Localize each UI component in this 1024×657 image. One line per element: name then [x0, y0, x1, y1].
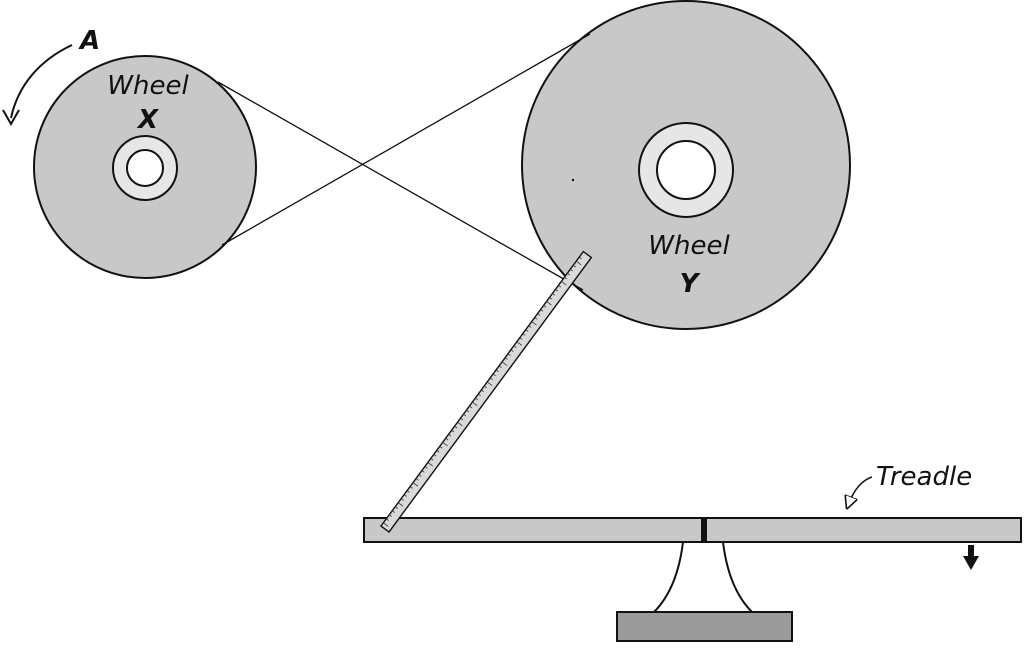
- down-arrow-icon: [963, 545, 979, 570]
- treadle-label: Treadle: [876, 462, 972, 492]
- rotation-arrow-icon: [2, 44, 73, 127]
- treadle-stand: [616, 541, 793, 642]
- wheel-x-label: Wheel: [107, 71, 189, 101]
- wheel-y: [521, 0, 851, 330]
- treadle-board: [363, 517, 1022, 543]
- crossed-belt: [217, 33, 591, 291]
- wheel-y-label: Wheel: [648, 231, 730, 261]
- connecting-rod: [379, 250, 593, 533]
- rotation-label: A: [78, 26, 100, 56]
- wheel-x: [33, 55, 257, 279]
- wheel-x-letter: X: [136, 105, 160, 135]
- wheel-y-letter: Y: [680, 269, 702, 299]
- treadle-pointer-arrow: [849, 476, 873, 503]
